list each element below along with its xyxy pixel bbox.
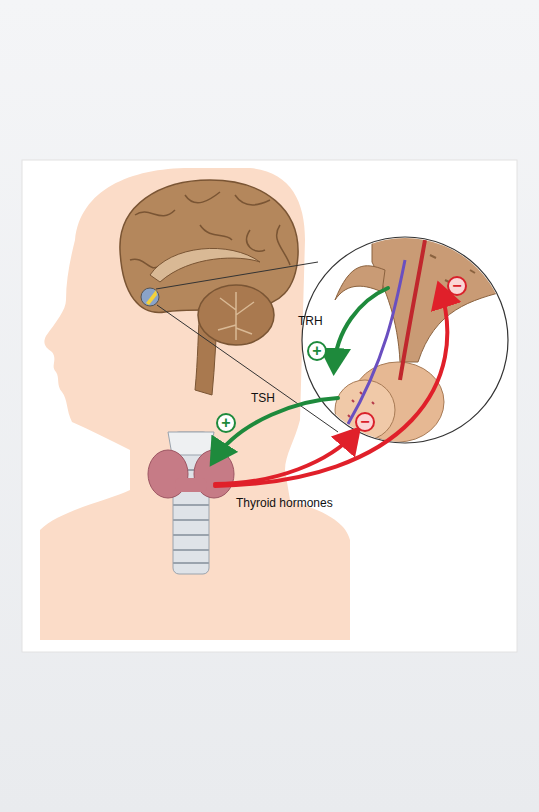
card	[22, 160, 517, 652]
stimulation-sign: +	[307, 341, 327, 361]
hormone-arrows	[214, 288, 447, 486]
inhibition-sign: −	[447, 276, 467, 296]
hormone-label: TRH	[296, 314, 325, 328]
brain	[120, 180, 298, 395]
head-silhouette	[40, 168, 350, 640]
stimulation-sign: +	[216, 413, 236, 433]
inhibition-sign: −	[355, 412, 375, 432]
pituitary-zoom	[302, 236, 510, 443]
zoom-line	[156, 262, 338, 432]
hormone-label: TSH	[249, 391, 277, 405]
hormone-label: Thyroid hormones	[234, 496, 335, 510]
